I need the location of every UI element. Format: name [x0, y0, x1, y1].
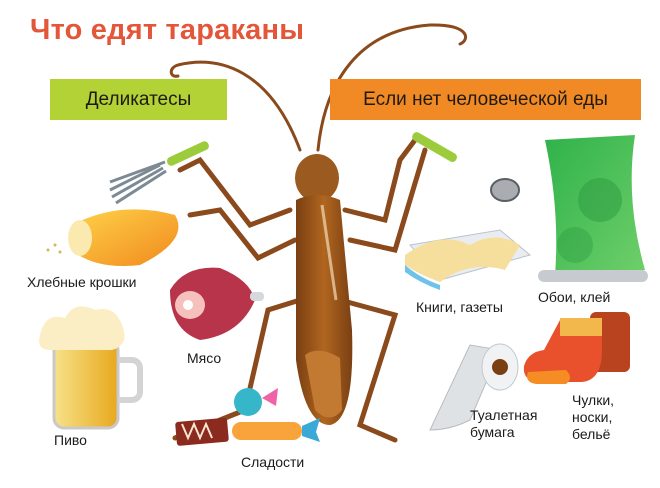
- page-title: Что едят тараканы: [30, 14, 305, 46]
- fork-icon: [109, 141, 209, 205]
- label-beer: Пиво: [54, 432, 87, 448]
- category-delicacies: Деликатесы: [50, 79, 227, 120]
- wallpaper-roll-icon: [538, 135, 648, 282]
- label-books-newspapers: Книги, газеты: [416, 299, 503, 315]
- label-toilet-paper: Туалетная бумага: [470, 407, 537, 441]
- label-socks-line2: носки,: [572, 409, 613, 425]
- label-toilet-paper-line1: Туалетная: [470, 407, 538, 423]
- antenna-icon: [169, 23, 468, 152]
- beer-mug-icon: [39, 306, 143, 430]
- meat-icon: [170, 267, 264, 340]
- label-meat: Мясо: [187, 350, 222, 366]
- socks-icon: [523, 312, 630, 384]
- bread-icon: [46, 209, 179, 266]
- label-socks-line3: бельё: [572, 426, 611, 442]
- label-bread-crumbs: Хлебные крошки: [27, 274, 137, 290]
- spoon-icon: [412, 132, 520, 202]
- label-wallpaper-glue: Обои, клей: [538, 289, 611, 305]
- label-sweets: Сладости: [241, 454, 305, 470]
- label-socks-line1: Чулки,: [572, 392, 615, 408]
- category-no-human-food: Если нет человеческой еды: [330, 79, 641, 120]
- toilet-paper-icon: [429, 343, 519, 431]
- label-toilet-paper-line2: бумага: [470, 424, 515, 440]
- cockroach-icon: [295, 154, 353, 425]
- sweets-icon: [175, 388, 320, 446]
- label-socks: Чулки, носки, бельё: [572, 392, 614, 443]
- cockroach-legs: [172, 137, 428, 443]
- book-icon: [405, 229, 532, 290]
